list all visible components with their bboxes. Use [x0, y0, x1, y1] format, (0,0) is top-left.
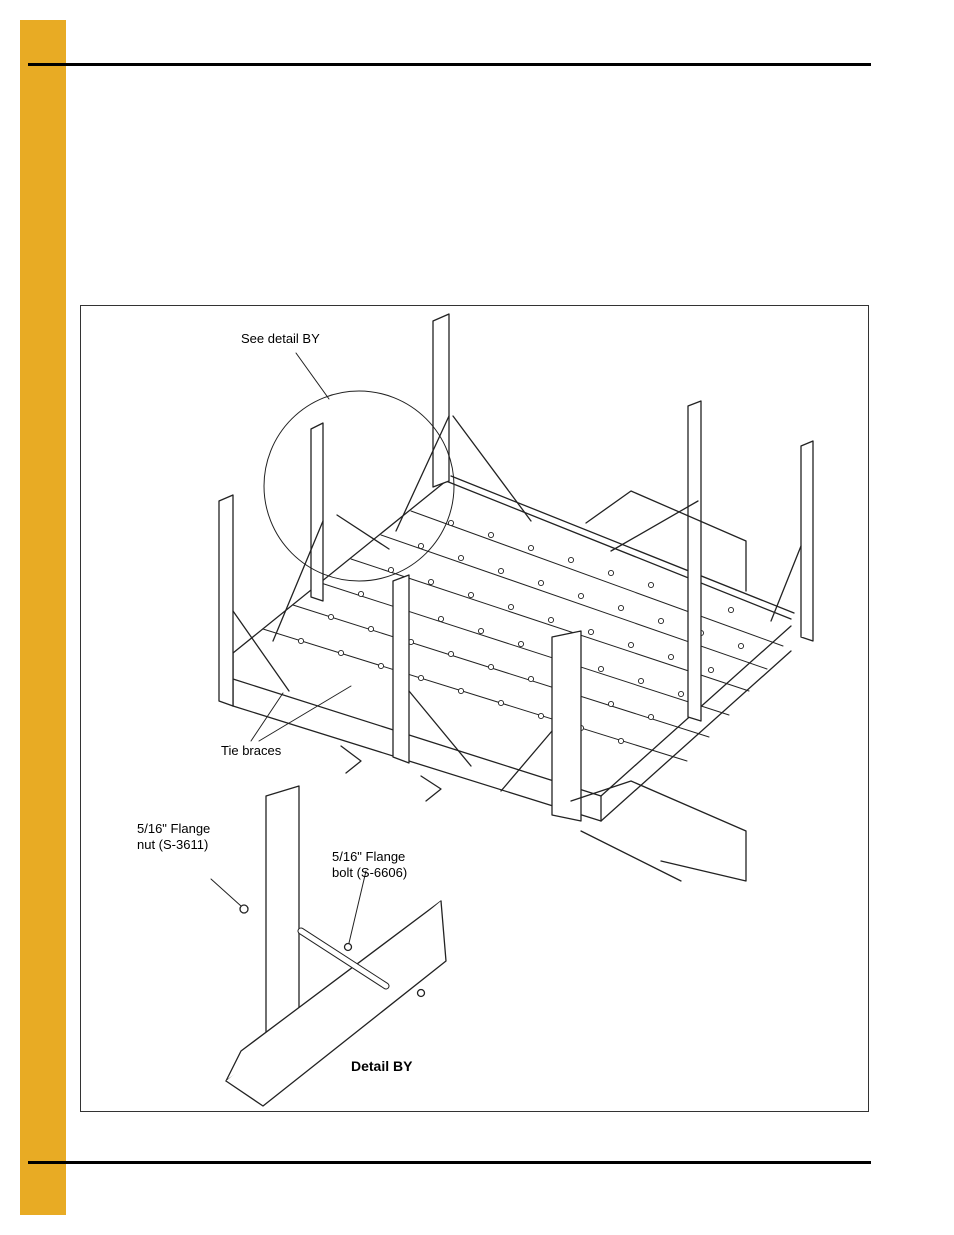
- deck-frame: [232, 475, 795, 822]
- detail-by-drawing: [225, 785, 447, 1107]
- callout-flange-nut: 5/16" Flange nut (S-3611): [137, 821, 211, 852]
- footer-rule: [28, 1161, 871, 1164]
- detail-title: Detail BY: [351, 1058, 413, 1074]
- callout-tie-braces: Tie braces: [221, 743, 282, 758]
- leader-flange-nut: [210, 878, 242, 907]
- detail-circle: [263, 390, 455, 582]
- leader-tie-brace-2: [258, 685, 352, 742]
- callout-see-detail: See detail BY: [241, 331, 320, 346]
- header-rule: [28, 63, 871, 66]
- figure-frame: See detail BY Tie braces 5/16" Flange nu…: [80, 305, 869, 1112]
- bin-trays: [340, 490, 747, 882]
- assembly-drawing: [210, 313, 814, 1107]
- deck-seams: [262, 510, 784, 762]
- deck-perforations: [297, 519, 745, 745]
- callout-flange-bolt: 5/16" Flange bolt (S-6606): [332, 849, 408, 880]
- leader-see-detail: [295, 352, 330, 400]
- uprights: [218, 313, 814, 822]
- leader-flange-bolt: [348, 870, 367, 944]
- side-tab: [20, 20, 66, 1215]
- braces: [232, 415, 802, 792]
- leader-tie-brace-1: [250, 692, 284, 742]
